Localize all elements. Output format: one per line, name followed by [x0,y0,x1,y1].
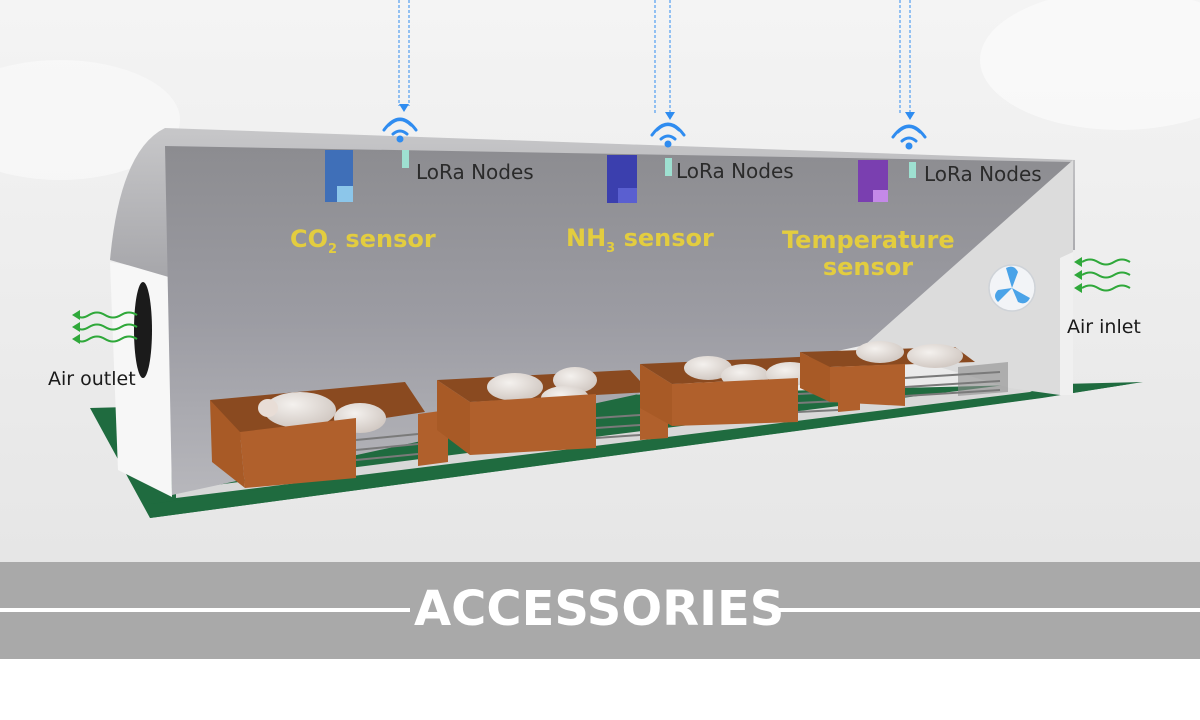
lora-node-2 [665,158,672,176]
wifi-icon [891,124,927,150]
lora-nodes-label-1: LoRa Nodes [416,160,534,184]
air-inlet-label: Air inlet [1067,316,1141,338]
temperature-sensor [858,160,888,202]
lora-nodes-label-2: LoRa Nodes [676,159,794,183]
nh3-sensor-label: NH3 sensor [566,224,714,257]
pig-pen-2 [437,367,668,455]
wifi-icon [382,117,418,143]
lora-node-3 [909,162,916,178]
airflow-out-arrows [76,311,138,343]
air-outlet-fan-hole [134,282,152,378]
nh3-sensor [607,155,637,203]
pig-pen-1 [210,382,448,488]
airflow-in-arrows [1081,258,1131,292]
wifi-icon [650,122,686,148]
lora-nodes-label-3: LoRa Nodes [924,162,1042,186]
pig-pen-4 [800,341,1008,406]
air-outlet-label: Air outlet [48,368,136,390]
fan-icon [988,264,1036,312]
banner-line-right [770,608,1200,612]
co2-sensor-label: CO2 sensor [290,225,436,258]
left-outer-wall [110,262,172,497]
banner-title: ACCESSORIES [414,581,785,637]
barn-diagram [0,0,1200,562]
right-end-wall [865,160,1073,395]
co2-sensor [325,150,353,202]
accessories-banner: ACCESSORIES [0,562,1200,659]
pig-pen-3 [640,356,860,426]
banner-line-left [0,608,410,612]
lora-node-1 [402,150,409,168]
